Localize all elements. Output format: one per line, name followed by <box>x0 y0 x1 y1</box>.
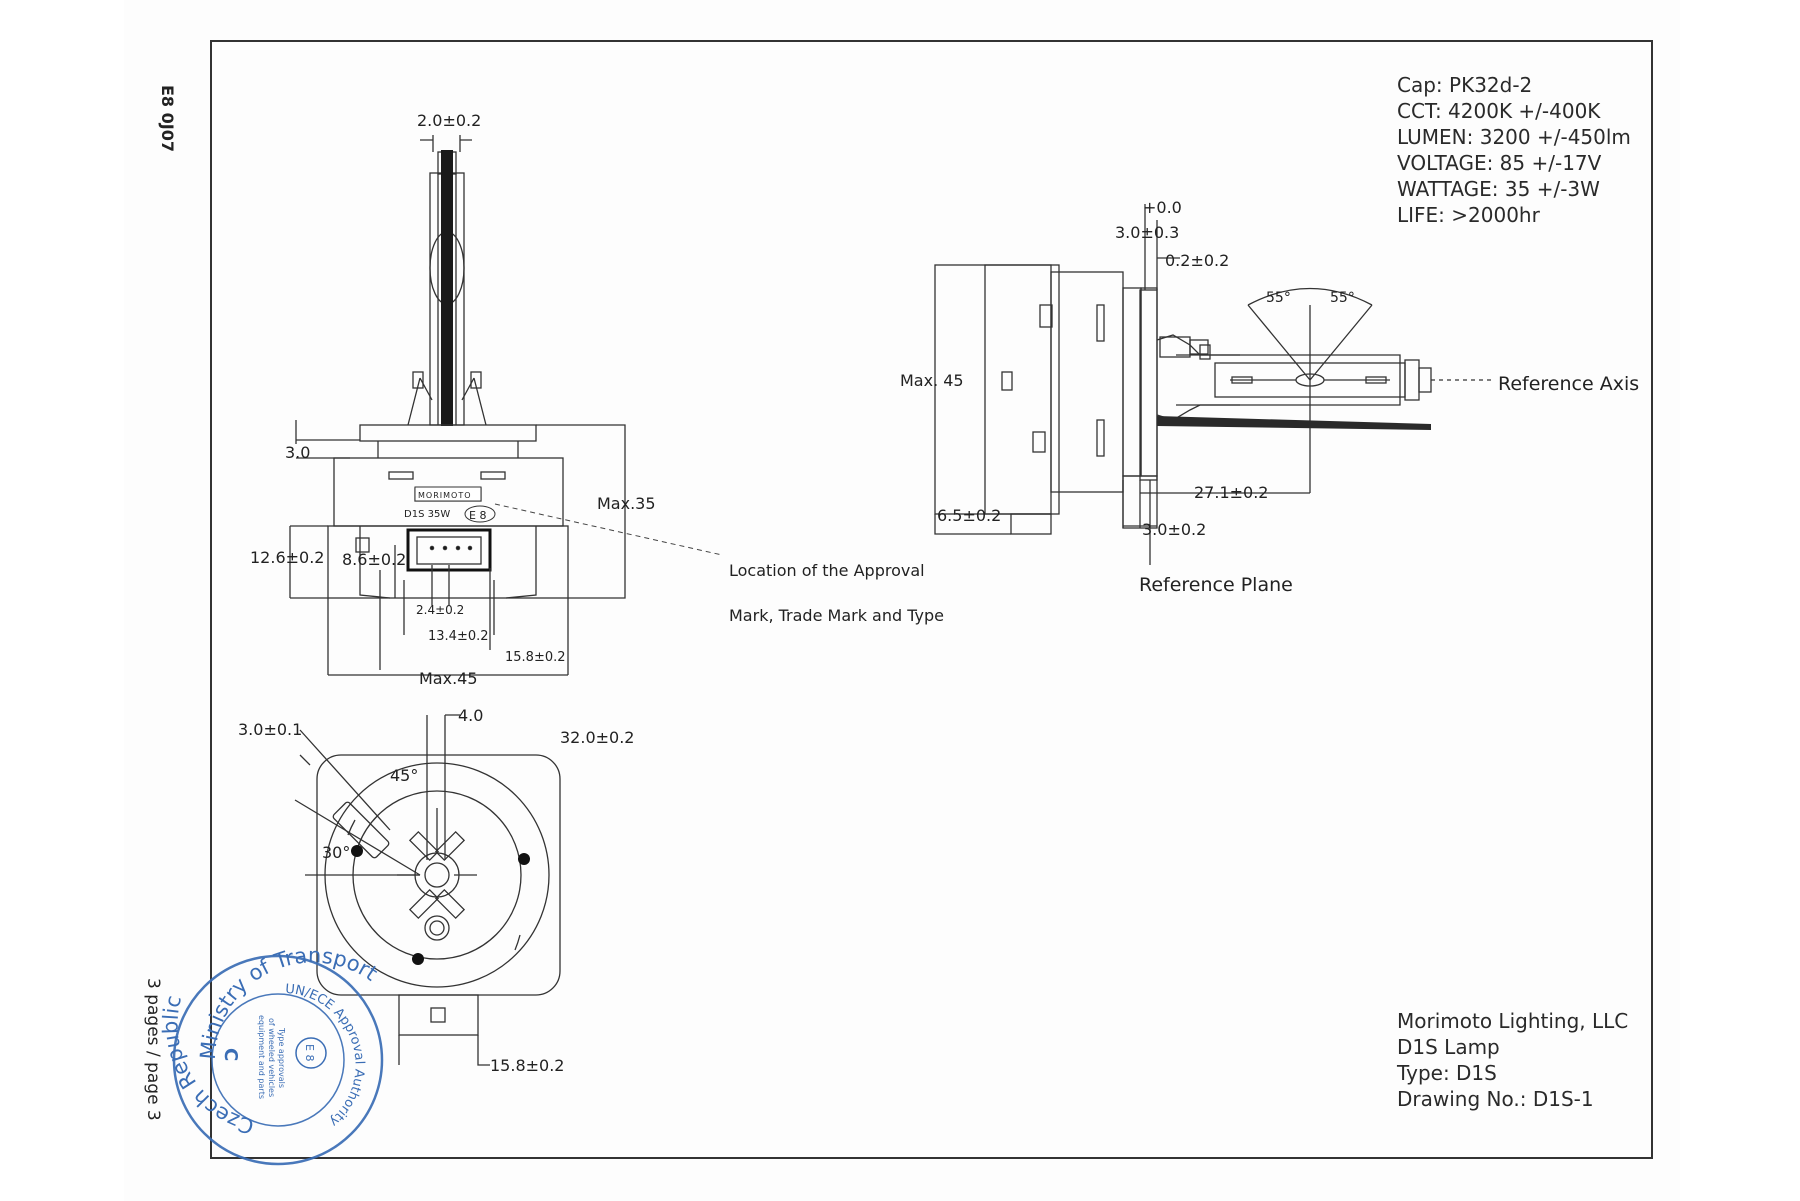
side-view <box>934 204 1495 565</box>
spec-cap: Cap: PK32d-2 <box>1397 73 1533 97</box>
dim-8-6: 8.6±0.2 <box>342 550 406 569</box>
dim-27-1: 27.1±0.2 <box>1194 483 1268 502</box>
reference-plane-label: Reference Plane <box>1139 574 1293 596</box>
approval-stamp <box>172 954 384 1166</box>
angle-30: 30° <box>322 843 350 862</box>
front-view <box>289 135 626 676</box>
dim-15-8: 15.8±0.2 <box>505 650 566 665</box>
spec-cct: CCT: 4200K +/-400K <box>1397 99 1601 123</box>
drawing-frame <box>210 40 1653 1159</box>
bottom-view <box>294 714 561 1066</box>
stamp-center-line-2: of wheeled vehicles <box>267 1018 276 1097</box>
stamp-letter: C <box>220 1048 241 1061</box>
paper <box>124 0 1680 1201</box>
stamp-emark-circle <box>295 1037 327 1069</box>
dim-4-0: 4.0 <box>458 706 483 725</box>
dim-max45: Max.45 <box>419 669 478 688</box>
angle-right: 55° <box>1330 290 1355 306</box>
dim-plus0: +0.0 <box>1143 198 1182 217</box>
approval-leader-line <box>494 503 723 556</box>
front-dimension-labels: 2.0±0.2 3.0 Max.35 12.6±0.2 8.6±0.2 2.4±… <box>250 111 944 688</box>
type-marking: D1S 35W <box>404 509 450 520</box>
emark-marking: E 8 <box>469 509 486 522</box>
dim-flange: 3.0 <box>285 443 310 462</box>
dim-max45-side: Max. 45 <box>900 371 964 390</box>
dim-2-4: 2.4±0.2 <box>416 603 464 617</box>
front-marking: MORIMOTO D1S 35W E 8 <box>404 486 496 523</box>
angle-left: 55° <box>1266 290 1291 306</box>
approval-code-label: E8 0J07 <box>158 85 177 152</box>
page-count-label: 3 pages / page 3 <box>143 978 163 1121</box>
spec-wattage: WATTAGE: 35 +/-3W <box>1397 177 1600 201</box>
title-block: Morimoto Lighting, LLC D1S Lamp Type: D1… <box>1397 1008 1628 1112</box>
title-drawing-no: Drawing No.: D1S-1 <box>1397 1087 1594 1111</box>
spec-life: LIFE: >2000hr <box>1397 203 1540 227</box>
dim-max35: Max.35 <box>597 494 656 513</box>
dim-15-8-bottom: 15.8±0.2 <box>490 1056 564 1075</box>
center-wire <box>441 150 453 426</box>
approval-note-line-1: Location of the Approval <box>729 561 925 580</box>
dim-32-0: 32.0±0.2 <box>560 728 634 747</box>
title-company: Morimoto Lighting, LLC <box>1397 1009 1629 1033</box>
dim-3-0-1: 3.0±0.1 <box>238 720 302 739</box>
title-type: Type: D1S <box>1397 1061 1497 1085</box>
title-product: D1S Lamp <box>1397 1035 1500 1059</box>
dim-12-6: 12.6±0.2 <box>250 548 324 567</box>
brand-marking: MORIMOTO <box>418 491 472 500</box>
stamp-center-line-3: equipment and parts <box>257 1015 266 1099</box>
stamp-mark: E 8 <box>303 1044 316 1061</box>
bottom-dimension-labels: 3.0±0.1 4.0 32.0±0.2 45° 30° 15.8±0.2 <box>238 706 634 1075</box>
approval-note-line-2: Mark, Trade Mark and Type <box>729 606 944 625</box>
dim-6-5: 6.5±0.2 <box>937 506 1001 525</box>
locating-hole-3 <box>412 953 424 965</box>
side-dimension-labels: +0.0 3.0±0.3 0.2±0.2 55° 55° Max. 45 Ref… <box>900 198 1639 596</box>
spec-lumen: LUMEN: 3200 +/-450lm <box>1397 125 1631 149</box>
dim-3-0-3: 3.0±0.3 <box>1115 223 1179 242</box>
spec-block: Cap: PK32d-2 CCT: 4200K +/-400K LUMEN: 3… <box>1397 72 1631 228</box>
dim-3-0-2: 3.0±0.2 <box>1142 520 1206 539</box>
dim-0-2: 0.2±0.2 <box>1165 251 1229 270</box>
stamp-center-line-1: Type approvals <box>277 1027 286 1088</box>
pin-slot <box>332 801 390 859</box>
lead-wire <box>1157 416 1431 430</box>
angle-45: 45° <box>390 766 418 785</box>
dim-13-4: 13.4±0.2 <box>428 629 489 644</box>
locating-hole-1 <box>351 845 363 857</box>
dim-tip-width: 2.0±0.2 <box>417 111 481 130</box>
reference-axis-label: Reference Axis <box>1498 373 1639 395</box>
locating-hole-2 <box>518 853 530 865</box>
spec-voltage: VOLTAGE: 85 +/-17V <box>1397 151 1602 175</box>
